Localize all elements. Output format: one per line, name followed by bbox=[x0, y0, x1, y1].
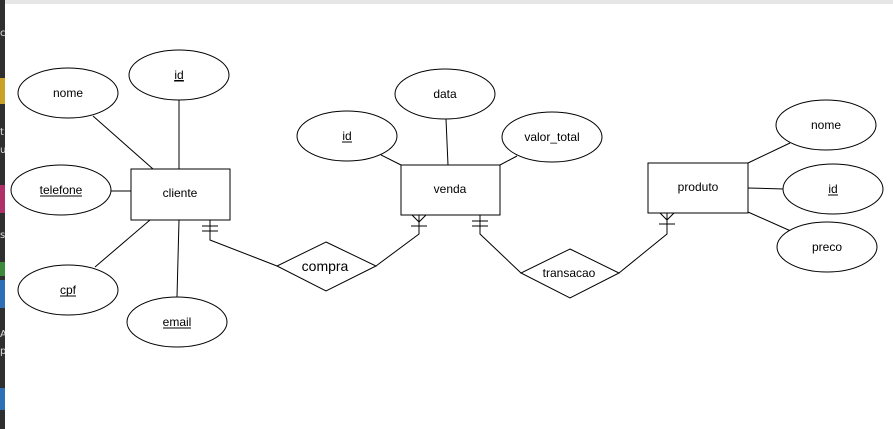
connector-cliente-nome bbox=[92, 115, 154, 170]
attribute-ellipse[interactable] bbox=[126, 296, 228, 348]
relationship-label: compra bbox=[302, 258, 349, 274]
attribute-ellipse[interactable] bbox=[296, 110, 398, 162]
attribute-ellipse[interactable] bbox=[128, 49, 230, 101]
relationship-label: transacao bbox=[543, 266, 596, 280]
attribute-venda-valor-total[interactable]: valor_total bbox=[501, 111, 603, 163]
entity-label: venda bbox=[434, 182, 467, 196]
connector-cliente-email bbox=[176, 219, 180, 298]
attribute-ellipse[interactable] bbox=[17, 264, 119, 316]
attribute-ellipse[interactable] bbox=[17, 67, 119, 119]
entity-label: cliente bbox=[163, 186, 198, 200]
top-toolbar-edge bbox=[0, 0, 893, 4]
crows-foot-mark bbox=[659, 212, 675, 221]
edge-venda-transacao bbox=[479, 215, 522, 274]
cardinality-markers bbox=[202, 212, 675, 232]
entity-box[interactable] bbox=[647, 162, 749, 214]
relationship-diamond[interactable] bbox=[519, 248, 621, 299]
strip-color-block bbox=[0, 280, 5, 308]
key-attribute-label: email bbox=[163, 315, 192, 329]
attribute-cliente-cpf[interactable]: cpf bbox=[17, 264, 119, 316]
attribute-produto-nome[interactable]: nome bbox=[775, 99, 877, 151]
attribute-cliente-email[interactable]: email bbox=[126, 296, 228, 348]
strip-glyph: A bbox=[0, 329, 5, 340]
attribute-cliente-id[interactable]: id bbox=[128, 49, 230, 101]
attribute-ellipse[interactable] bbox=[775, 99, 877, 151]
attribute-label: nome bbox=[53, 86, 83, 100]
strip-glyph: s bbox=[0, 230, 5, 241]
strip-glyph: c bbox=[0, 28, 5, 39]
attribute-connectors bbox=[92, 100, 794, 298]
attribute-venda-data[interactable]: data bbox=[394, 68, 496, 120]
strip-glyph: u bbox=[0, 145, 5, 156]
attribute-label: nome bbox=[811, 118, 841, 132]
connector-venda-id bbox=[380, 154, 402, 166]
connector-cliente-cpf bbox=[94, 219, 151, 268]
attribute-cliente-nome[interactable]: nome bbox=[17, 67, 119, 119]
connector-venda-data bbox=[445, 118, 449, 166]
entity-cliente[interactable]: cliente bbox=[130, 168, 231, 221]
strip-color-block bbox=[0, 78, 5, 104]
entity-label: produto bbox=[678, 180, 719, 194]
attribute-label: valor_total bbox=[524, 130, 579, 144]
entity-venda[interactable]: venda bbox=[400, 164, 501, 216]
attribute-ellipse[interactable] bbox=[10, 164, 112, 216]
attribute-cliente-telefone[interactable]: telefone bbox=[10, 164, 112, 216]
connector-venda-valor-total bbox=[499, 155, 518, 166]
attribute-ellipse[interactable] bbox=[776, 221, 878, 273]
crows-foot-mark bbox=[411, 214, 427, 223]
entity-produto[interactable]: produto bbox=[647, 162, 749, 214]
connector-produto-preco bbox=[747, 211, 794, 233]
left-panel-edge: c t u s A p bbox=[0, 0, 5, 429]
strip-color-block bbox=[0, 262, 5, 276]
connector-produto-id bbox=[747, 187, 785, 190]
edge-transacao-produto bbox=[618, 213, 668, 274]
attribute-venda-id[interactable]: id bbox=[296, 110, 398, 162]
attribute-ellipse[interactable] bbox=[394, 68, 496, 120]
strip-color-block bbox=[0, 185, 5, 213]
connector-produto-nome bbox=[747, 142, 791, 164]
edge-cliente-compra bbox=[209, 220, 278, 267]
attribute-label: preco bbox=[812, 240, 842, 254]
key-attribute-label: id bbox=[174, 68, 183, 82]
entity-box[interactable] bbox=[400, 164, 501, 216]
attribute-label: data bbox=[433, 87, 457, 101]
key-attribute-label: id bbox=[828, 182, 837, 196]
relationship-diamond[interactable] bbox=[275, 241, 378, 292]
strip-glyph: t bbox=[0, 127, 4, 138]
key-attribute-label: id bbox=[342, 129, 351, 143]
key-attribute-label: telefone bbox=[40, 183, 83, 197]
attribute-produto-id[interactable]: id bbox=[782, 163, 884, 215]
attribute-produto-preco[interactable]: preco bbox=[776, 221, 878, 273]
relationship-compra[interactable]: compra bbox=[275, 241, 378, 292]
strip-color-block bbox=[0, 388, 5, 410]
relationship-transacao[interactable]: transacao bbox=[519, 248, 621, 299]
attribute-ellipse[interactable] bbox=[782, 163, 884, 215]
entity-box[interactable] bbox=[130, 168, 231, 221]
strip-glyph: p bbox=[0, 346, 5, 357]
edge-compra-venda bbox=[375, 215, 420, 267]
key-attribute-label: cpf bbox=[60, 283, 77, 297]
attribute-ellipse[interactable] bbox=[501, 111, 603, 163]
